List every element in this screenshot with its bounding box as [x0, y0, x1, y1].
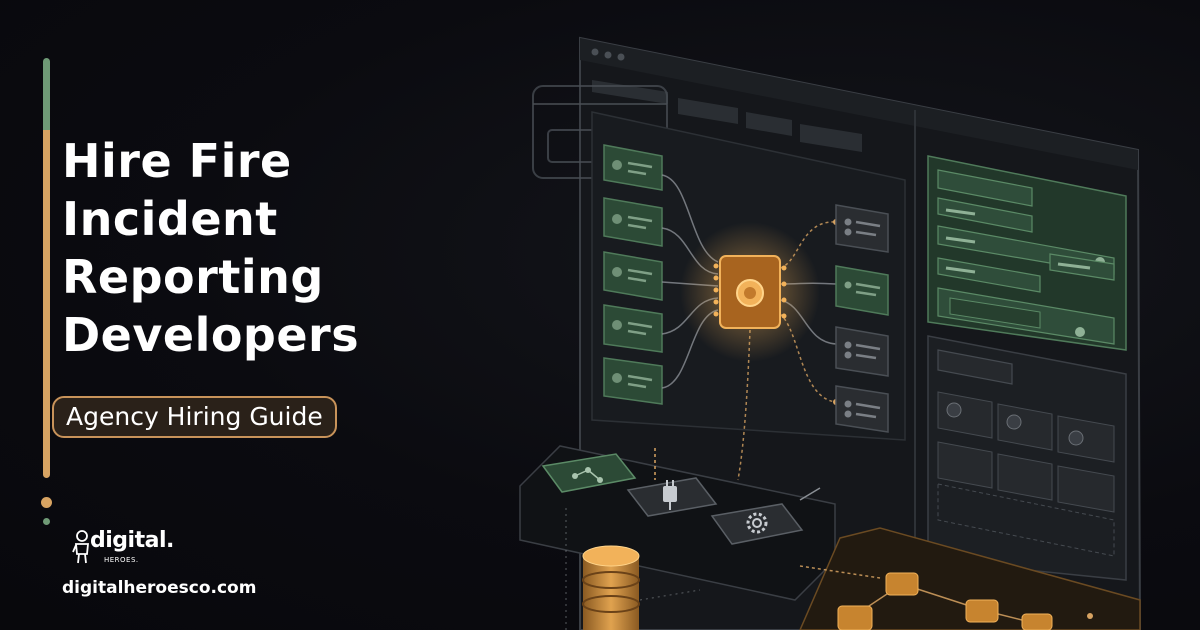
page-title: Hire Fire Incident Reporting Developers — [62, 132, 422, 364]
output-cards — [833, 204, 889, 433]
title-line: Incident — [62, 192, 278, 246]
input-cards — [603, 144, 663, 405]
brand-subtitle: HEROES. — [104, 556, 139, 564]
decor-dot-gold — [41, 497, 52, 508]
brand-logo: digital. HEROES. — [72, 528, 212, 568]
website-link[interactable]: digitalheroesco.com — [62, 578, 257, 598]
brand-wordmark: digital. — [90, 528, 174, 553]
workflow-board — [799, 527, 1141, 630]
settings-grid-panel — [927, 335, 1127, 581]
tool-tray — [519, 445, 836, 601]
subtitle-badge: Agency Hiring Guide — [52, 396, 337, 438]
chip-icon — [680, 222, 820, 362]
database-icon — [582, 545, 640, 630]
accent-bar — [43, 58, 50, 478]
gear-icon — [710, 503, 804, 545]
form-panel — [927, 155, 1127, 351]
decor-dot-green — [43, 518, 50, 525]
title-line: Developers — [62, 308, 360, 362]
plug-icon — [626, 477, 718, 517]
mascot-icon — [72, 530, 89, 564]
title-line: Reporting — [62, 250, 324, 304]
title-line: Hire Fire — [62, 134, 292, 188]
share-nodes-icon — [541, 453, 637, 493]
